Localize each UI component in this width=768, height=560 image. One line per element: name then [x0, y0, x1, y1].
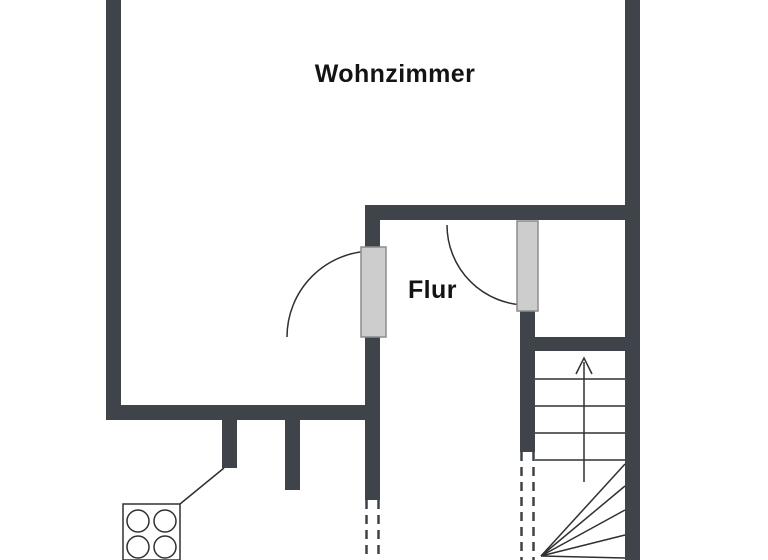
wall-left: [106, 0, 121, 420]
stove-burner: [126, 509, 150, 533]
stair-winder-tread: [540, 534, 626, 557]
stair-winder-tread: [540, 555, 626, 559]
wall-inner-vertical-top: [365, 205, 380, 248]
kitchen-counter-line: [179, 467, 225, 505]
stove-icon: [122, 503, 181, 560]
wall-flur-stair: [520, 311, 535, 452]
stove-outline: [122, 503, 181, 560]
kitchen: [122, 467, 225, 560]
walls: [106, 0, 640, 560]
stair-direction-arrow: [575, 356, 593, 482]
wall-mid-horizontal: [365, 205, 640, 220]
room-label-flur: Flur: [408, 276, 457, 304]
door-leaf-flur: [516, 220, 539, 312]
stove-burner: [126, 535, 150, 559]
door-swing-arc-flur: [446, 224, 528, 306]
stair-winder-tread: [540, 509, 626, 557]
wall-stub-left: [222, 420, 237, 468]
wall-inner-vertical-bottom: [365, 337, 380, 500]
wall-right: [625, 0, 640, 560]
stove-burner: [153, 535, 177, 559]
wall-stub-right: [285, 420, 300, 490]
wall-wohnzimmer-bottom: [106, 405, 380, 420]
wall-stair-top: [533, 337, 625, 351]
stove-burner: [153, 509, 177, 533]
staircase: [535, 356, 626, 559]
doors: [286, 220, 539, 338]
stair-arrow-head: [575, 356, 593, 375]
door-swing-arc-wohnzimmer: [286, 250, 374, 338]
room-label-wohnzimmer: Wohnzimmer: [314, 60, 476, 88]
door-leaf-wohnzimmer: [360, 246, 387, 338]
stair-winder-tread: [540, 463, 626, 557]
wall-openings: [365, 452, 535, 560]
stair-winder-tread: [540, 485, 626, 557]
